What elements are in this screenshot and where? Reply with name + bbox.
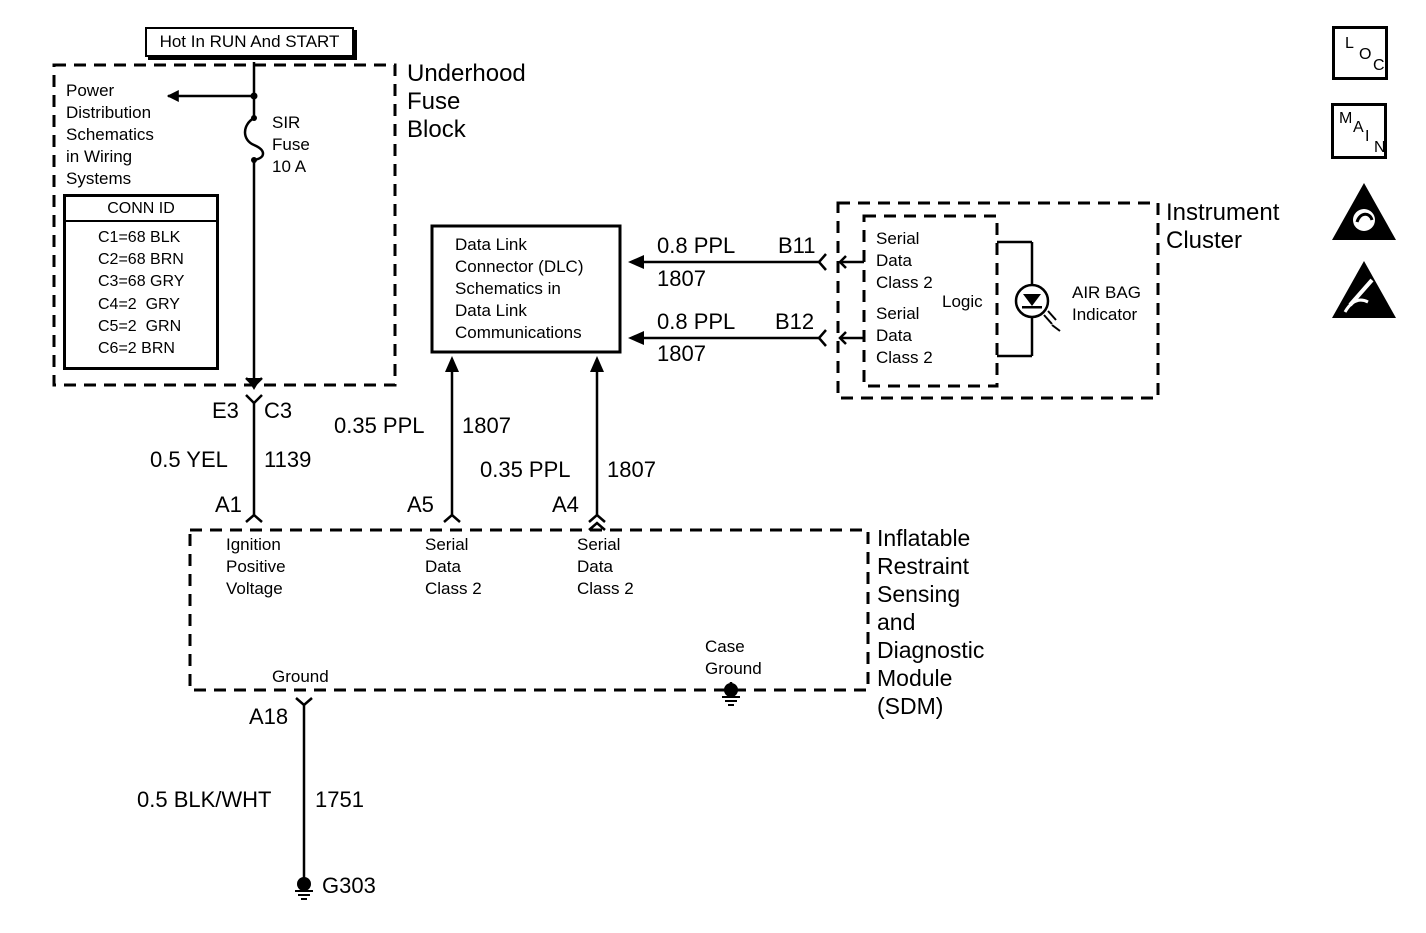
- arrow-e3: [247, 378, 261, 390]
- loc-letter: C: [1373, 57, 1385, 74]
- main-letter: I: [1365, 128, 1370, 145]
- ignition-circuit-number: 1139: [264, 447, 312, 472]
- g303-ground-label: G303: [322, 873, 376, 898]
- conn-id-row: C6=2 BRN: [98, 340, 175, 358]
- b11-circuit-number: 1807: [657, 266, 706, 291]
- conn-id-row: C3=68 GRY: [98, 273, 185, 291]
- c3-pin-label: C3: [264, 398, 293, 423]
- logic-outline: [862, 214, 999, 388]
- power-distribution-note[interactable]: Power Distribution Schematics in Wiring …: [66, 81, 154, 188]
- e3-pin-label: E3: [212, 398, 239, 423]
- sdm-serial-data-a5: Serial Data Class 2: [425, 535, 482, 598]
- arrow-b12: [628, 331, 644, 345]
- main-button[interactable]: M A I N: [1331, 103, 1387, 159]
- main-letter: M: [1339, 110, 1353, 127]
- a5-pin-label: A5: [407, 492, 434, 517]
- instrument-cluster-outline: [836, 201, 1160, 400]
- conn-id-row: C4=2 GRY: [98, 295, 180, 313]
- sdm-serial-data-a4: Serial Data Class 2: [577, 535, 634, 598]
- sdm-title: Inflatable Restraint Sensing and Diagnos…: [877, 525, 985, 719]
- loc-button[interactable]: L O C: [1332, 26, 1388, 80]
- cluster-serial-data-bottom: Serial Data Class 2: [876, 304, 933, 367]
- caution-hand-icon[interactable]: [1332, 183, 1396, 240]
- dlc-box-outline: [430, 224, 622, 354]
- loc-letter: O: [1359, 46, 1372, 63]
- loc-letter: L: [1345, 35, 1354, 52]
- conn-id-title: CONN ID: [66, 197, 216, 222]
- ignition-positive-voltage-label: Ignition Positive Voltage: [226, 535, 286, 598]
- a5-wire-gauge: 0.35 PPL: [334, 413, 425, 438]
- main-letter: A: [1353, 119, 1364, 136]
- ignition-wire-gauge: 0.5 YEL: [150, 447, 228, 472]
- dlc-box-label[interactable]: Data Link Connector (DLC) Schematics in …: [455, 235, 584, 342]
- ground-circuit-number: 1751: [315, 787, 364, 812]
- arrow-b11: [628, 255, 644, 269]
- ground-wire-gauge: 0.5 BLK/WHT: [137, 787, 272, 812]
- esd-warning-icon[interactable]: [1332, 261, 1396, 318]
- b12-pin-label: B12: [775, 309, 815, 334]
- airbag-indicator-label: AIR BAG Indicator: [1072, 283, 1141, 324]
- conn-id-row: C2=68 BRN: [98, 251, 184, 269]
- a1-pin-label: A1: [215, 492, 242, 517]
- conn-id-rows: C1=68 BLK C2=68 BRN C3=68 GRY C4=2 GRY C…: [98, 227, 184, 360]
- underhood-fuse-block-outline: [52, 63, 397, 387]
- a4-wire-gauge: 0.35 PPL: [480, 457, 571, 482]
- b11-pin-label: B11: [778, 233, 816, 258]
- sir-fuse-label: SIR Fuse 10 A: [272, 113, 310, 176]
- main-letter: N: [1374, 139, 1386, 156]
- instrument-cluster-title: Instrument Cluster: [1166, 199, 1280, 254]
- conn-id-table: CONN ID C1=68 BLK C2=68 BRN C3=68 GRY C4…: [63, 194, 219, 370]
- a4-circuit-number: 1807: [607, 457, 656, 482]
- arrow-a4: [590, 356, 604, 372]
- b12-circuit-number: 1807: [657, 341, 706, 366]
- cluster-serial-data-top: Serial Data Class 2: [876, 229, 933, 292]
- a4-pin-label: A4: [552, 492, 579, 517]
- conn-id-row: C1=68 BLK: [98, 229, 181, 246]
- case-ground-label: Case Ground: [705, 637, 762, 678]
- hot-in-run-start-tag: Hot In RUN And START: [145, 27, 354, 57]
- b12-wire-gauge: 0.8 PPL: [657, 309, 736, 334]
- a18-pin-label: A18: [249, 704, 289, 729]
- b11-wire-gauge: 0.8 PPL: [657, 233, 736, 258]
- logic-label: Logic: [942, 292, 983, 311]
- arrow-a5: [445, 356, 459, 372]
- underhood-fuse-block-title: Underhood Fuse Block: [407, 60, 526, 143]
- conn-id-row: C5=2 GRN: [98, 317, 182, 335]
- a5-circuit-number: 1807: [462, 413, 511, 438]
- sdm-ground-label: Ground: [272, 667, 329, 686]
